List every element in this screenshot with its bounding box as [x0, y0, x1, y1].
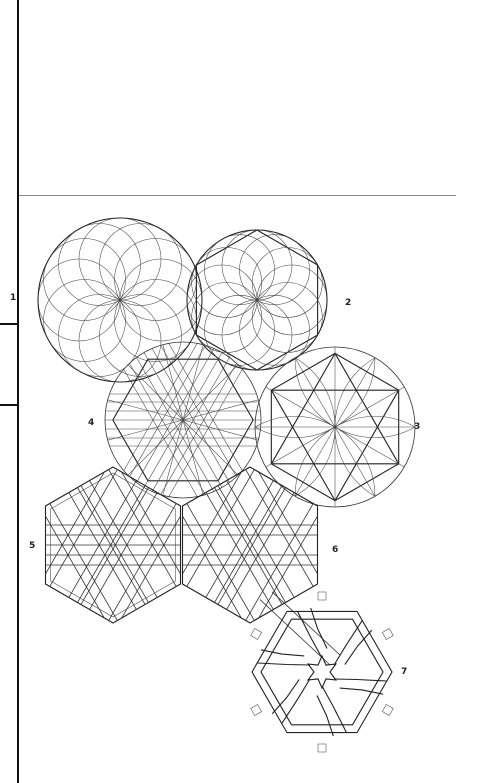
label-6: 6: [332, 545, 338, 555]
band-line: [104, 442, 198, 604]
knot-strand: [261, 650, 304, 656]
radial-line: [335, 427, 404, 467]
band-line: [152, 357, 230, 492]
panel-2-hexagon-rosette: [187, 230, 327, 370]
strand-end: [382, 629, 393, 640]
radial-line: [183, 420, 238, 475]
label-3: 3: [414, 422, 420, 432]
knot-strand: [345, 630, 372, 664]
strand-end: [382, 705, 393, 716]
knot-strand: [282, 679, 310, 723]
radial-line: [128, 420, 183, 475]
band-line: [241, 442, 335, 604]
knot-strand: [334, 621, 362, 665]
band-line: [233, 447, 327, 609]
panel-6-band-hexagon: [156, 442, 343, 665]
band-line: [104, 486, 198, 648]
radial-line: [266, 387, 335, 427]
band-line: [174, 481, 268, 643]
strand-end: [318, 592, 326, 600]
panel-7-knot-star: [251, 592, 394, 752]
radial-line: [183, 365, 238, 420]
radial-line: [335, 387, 404, 427]
label-1: 1: [10, 293, 16, 303]
label-2: 2: [345, 298, 351, 308]
knot-strand: [272, 679, 299, 713]
strand-end: [251, 705, 262, 716]
knot-strand: [340, 688, 383, 694]
label-7: 7: [401, 667, 407, 677]
band-line: [136, 357, 214, 492]
knot-outer-ring: [252, 611, 392, 732]
knot-inner-ring: [261, 619, 383, 725]
panel-5-band-hexagon: [19, 442, 206, 648]
band-line: [241, 486, 335, 648]
radial-line: [128, 365, 183, 420]
band-line: [174, 447, 268, 609]
label-4: 4: [88, 418, 94, 428]
strand-end: [318, 744, 326, 752]
band-line: [165, 486, 259, 648]
radial-line: [266, 427, 335, 467]
center-star: [308, 656, 336, 688]
strand-end: [251, 629, 262, 640]
band-line: [136, 348, 214, 483]
band-line: [152, 348, 230, 483]
connector-line: [272, 592, 340, 655]
band-line: [28, 442, 122, 604]
band-line: [165, 442, 259, 604]
panel-1-circle-rosette: [38, 218, 202, 382]
knot-strand: [322, 686, 346, 732]
panel-3-star-hexagram: [175, 278, 484, 577]
label-5: 5: [29, 541, 35, 551]
band-line: [28, 486, 122, 648]
